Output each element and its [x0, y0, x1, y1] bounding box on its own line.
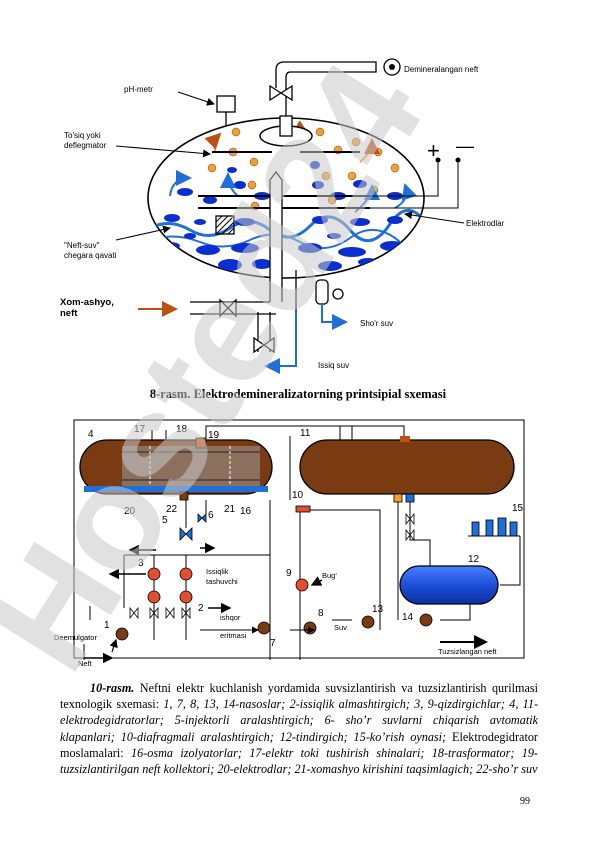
sight-glasses-15: [471, 517, 518, 537]
settler-12: [399, 565, 499, 605]
vessel: [147, 115, 425, 312]
diaphragm-mixer-10: [295, 505, 311, 513]
tuzsiz-neft-label: Tuzsizlangan neft: [438, 647, 497, 656]
xom-ashyo-label-2: neft: [60, 308, 78, 319]
figure-10-caption: 10-rasm. Neftni elektr kuchlanish yordam…: [60, 680, 538, 777]
issiqlik-label-2: tashuvchi: [206, 577, 238, 586]
neft-suv-label-2: chegara qavati: [64, 251, 117, 260]
page-number: 99: [520, 796, 530, 807]
minus-sign: —: [456, 136, 474, 156]
figure-8-caption: 8-rasm. Elektrodemineralizatorning print…: [149, 387, 447, 401]
drain-valve-icon: [253, 336, 275, 354]
valve-icon: [269, 84, 293, 102]
injector-mixer-5: [179, 527, 193, 541]
label-5: 5: [162, 515, 168, 526]
neft-label: Neft: [78, 659, 93, 668]
label-12: 12: [468, 554, 480, 565]
label-4: 4: [88, 429, 94, 440]
label-21: 21: [224, 504, 236, 515]
ishqor-label-1: ishqor: [220, 613, 241, 622]
label-8: 8: [318, 608, 324, 619]
label-3: 3: [138, 558, 144, 569]
shor-suv-label: Sho'r suv: [360, 319, 393, 328]
caption-part-1: 1, 7, 8, 13, 14-nasoslar; 2-issiqlik alm…: [60, 697, 539, 744]
inlet-valve-icon: [219, 298, 237, 318]
label-10: 10: [292, 490, 304, 501]
caption-part-2: 16-osma izolyatorlar; 17-elektr toki tus…: [60, 745, 538, 777]
elektrodlar-label: Elektrodlar: [466, 219, 505, 228]
label-7: 7: [270, 638, 276, 649]
issiq-suv-label: Issiq suv: [318, 361, 349, 370]
electrodehydrator-4: [79, 437, 273, 501]
heaters: [147, 567, 309, 604]
pumps: [115, 613, 433, 641]
tosiq-label-1: To'siq yoki: [64, 131, 101, 140]
label-2: 2: [198, 603, 204, 614]
ph-metr-label: pH-metr: [124, 85, 153, 94]
label-17: 17: [134, 424, 146, 435]
label-18: 18: [176, 424, 188, 435]
label-16: 16: [240, 506, 252, 517]
xom-ashyo-label-1: Xom-ashyo,: [60, 297, 114, 308]
label-11: 11: [300, 428, 311, 439]
valves: [129, 512, 415, 620]
label-20: 20: [124, 506, 136, 517]
plus-sign: +: [427, 138, 440, 163]
electrodehydrator-11: [299, 436, 515, 503]
bug-label: Bug': [322, 571, 337, 580]
label-9: 9: [286, 568, 292, 579]
demulgator-label: Deemulgator: [54, 633, 97, 642]
caption-number: 10-rasm.: [90, 681, 135, 695]
label-13: 13: [372, 604, 384, 615]
tosiq-label-2: deflegmator: [64, 141, 107, 150]
label-1: 1: [104, 620, 110, 631]
suv-label: Suv: [334, 623, 347, 632]
label-19: 19: [208, 430, 220, 441]
caption-intro: Neftni elektr kuchlanish yordamida suvsi…: [60, 681, 538, 712]
label-22: 22: [166, 504, 178, 515]
figure-desalting-unit-diagram: 1 2 3 4 5 6 7 8 9 10 11 12 13 14 15 16 1…: [54, 419, 525, 668]
figure-frame: [73, 419, 525, 659]
label-6: 6: [208, 510, 214, 521]
demineral-label: Demineralangan neft: [404, 65, 479, 74]
figure-electrodemineralizer-diagram: pH-metr Demineralangan neft To'siq yoki …: [60, 58, 505, 374]
label-15: 15: [512, 503, 524, 514]
oil-water-interface: [149, 208, 424, 242]
issiqlik-label-1: Issiqlik: [206, 567, 229, 576]
label-14: 14: [402, 612, 414, 623]
caption-mid: Elektrodegidrator moslamalari:: [60, 729, 538, 760]
neft-suv-label-1: "Neft-suv": [64, 241, 100, 250]
ishqor-label-2: eritmasi: [220, 631, 247, 640]
